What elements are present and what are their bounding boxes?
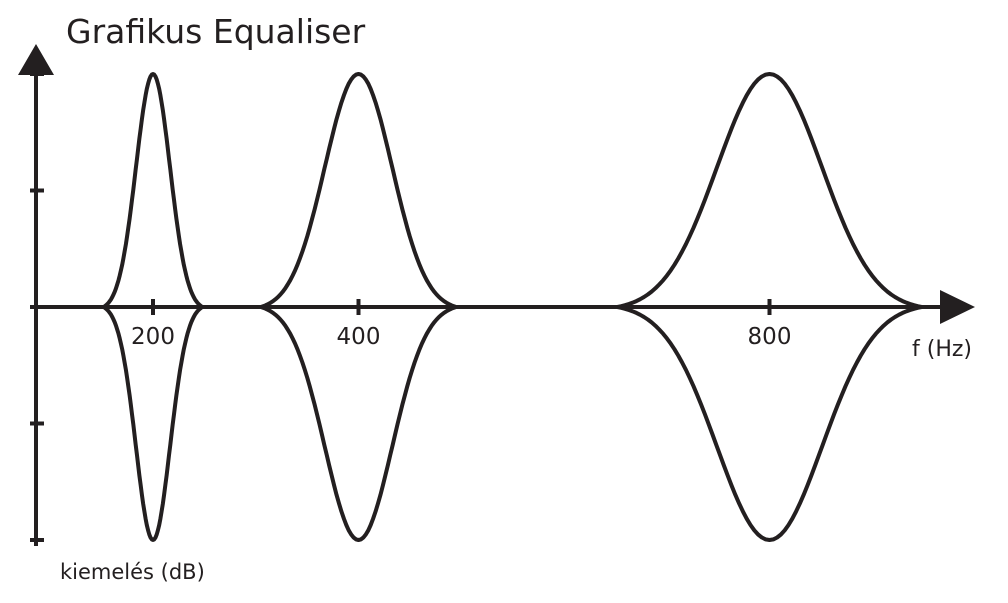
y-axis-arrow (18, 44, 54, 75)
x-tick-label: 800 (747, 324, 792, 350)
x-axis-arrow (940, 290, 975, 324)
x-axis-label: f (Hz) (912, 337, 972, 362)
band-curve-200 (102, 72, 204, 309)
chart-title: Grafikus Equaliser (66, 12, 366, 51)
x-tick-label: 200 (131, 324, 175, 350)
y-axis-label: kiemelés (dB) (60, 560, 205, 584)
band-curve-400 (260, 72, 457, 309)
band-curve-400-cut (260, 305, 457, 542)
band-curve-800-cut (616, 305, 923, 542)
band-curve-200-cut (102, 305, 204, 542)
x-tick-label: 400 (336, 324, 381, 350)
band-curve-800 (616, 72, 923, 309)
